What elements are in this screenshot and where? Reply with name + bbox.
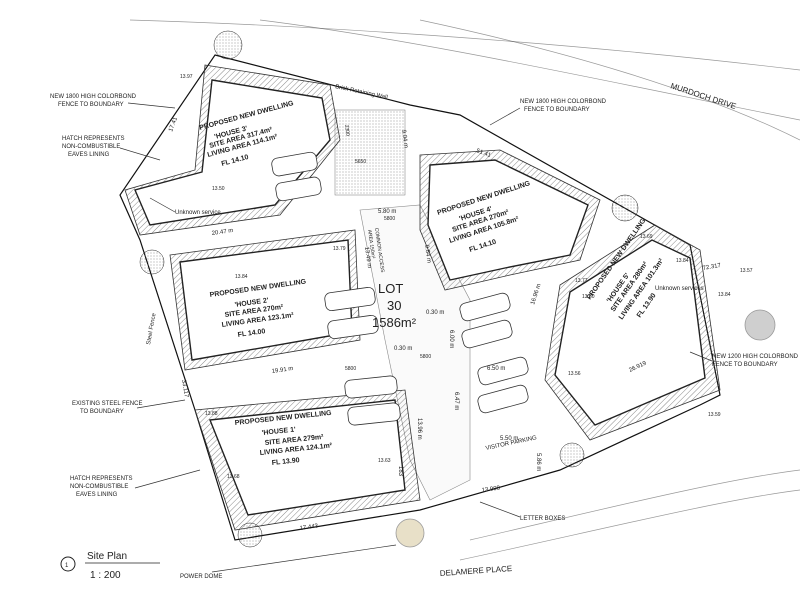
unknown-service-marker-icon [744, 309, 776, 341]
svg-text:13.998: 13.998 [481, 485, 501, 494]
house-4: PROPOSED NEW DWELLING 'HOUSE 4' SITE ARE… [419, 149, 601, 349]
svg-text:5800: 5800 [384, 216, 395, 222]
dimensions: 20.47 m 19.91 m 5.80 m 5800 13.49 m 9.84… [168, 116, 722, 532]
trees [139, 30, 639, 548]
svg-text:51.41: 51.41 [475, 148, 492, 159]
note-power-dome: POWER DOME [180, 574, 222, 580]
svg-text:9.04 m: 9.04 m [400, 129, 408, 148]
note-steel-fence-1: EXISTING STEEL FENCE [72, 401, 142, 407]
svg-text:13.68: 13.68 [227, 474, 240, 480]
spot-levels: 13.97 13.50 13.79 13.84 13.88 13.68 13.6… [180, 74, 753, 480]
svg-text:13.50: 13.50 [212, 186, 225, 192]
road-murdoch-drive: MURDOCH DRIVE [669, 81, 737, 111]
svg-text:19.91 m: 19.91 m [271, 366, 293, 375]
svg-text:0.30 m: 0.30 m [426, 310, 444, 316]
svg-text:13.96 m: 13.96 m [416, 418, 422, 440]
svg-text:72.317: 72.317 [702, 263, 722, 272]
house-1-name: 'HOUSE 1' [261, 426, 296, 437]
svg-text:13.80: 13.80 [582, 294, 595, 300]
svg-text:5.50 m: 5.50 m [500, 436, 518, 442]
svg-text:9.84 m: 9.84 m [423, 244, 431, 263]
note-letter-boxes: LETTER BOXES [520, 516, 565, 522]
lot-number: 30 [387, 298, 401, 313]
note-unknown-right: Unknown services [655, 286, 704, 292]
house-1-fl: FL 13.90 [271, 457, 300, 467]
house-1: PROPOSED NEW DWELLING 'HOUSE 1' SITE ARE… [194, 375, 421, 531]
common-access-label-2: AREA 150m² [366, 229, 376, 259]
note-steel-fence-2: TO BOUNDARY [80, 409, 124, 415]
svg-text:33.117: 33.117 [180, 379, 189, 398]
note-hatch-bottom-1: HATCH REPRESENTS [70, 476, 133, 482]
note-fence1800-top-1: NEW 1800 HIGH COLORBOND [520, 99, 607, 105]
note-fence1800-left-2: FENCE TO BOUNDARY [58, 102, 124, 108]
svg-text:183: 183 [397, 466, 403, 477]
site-plan-title: Site Plan [87, 551, 127, 562]
note-brick-wall: Brick Retaining Wall [335, 84, 389, 101]
road-delamere-place: DELAMERE PLACE [440, 564, 513, 578]
house-3: PROPOSED NEW DWELLING 'HOUSE 3' SITE ARE… [124, 64, 341, 236]
lot-area: 1586m² [372, 315, 417, 330]
svg-text:16.96 m: 16.96 m [530, 283, 542, 305]
note-steel-fence-side: Steel Fence [146, 312, 158, 345]
svg-text:13.88: 13.88 [205, 411, 218, 417]
svg-text:13.97: 13.97 [180, 74, 193, 80]
power-dome-icon [395, 518, 425, 548]
svg-text:13.84: 13.84 [718, 292, 731, 298]
note-fence1200-2: FENCE TO BOUNDARY [712, 362, 778, 368]
site-plan-number: 1 [65, 563, 69, 569]
svg-text:13.79: 13.79 [333, 246, 346, 252]
annotations: NEW 1800 HIGH COLORBOND FENCE TO BOUNDAR… [50, 84, 799, 580]
svg-text:0.30 m: 0.30 m [394, 346, 412, 352]
note-hatch-top-1: HATCH REPRESENTS [62, 136, 125, 142]
svg-text:5650: 5650 [355, 159, 366, 165]
note-hatch-bottom-2: NON-COMBUSTIBLE [70, 484, 128, 490]
paved-area [334, 109, 406, 196]
svg-text:13.77: 13.77 [575, 278, 588, 284]
lot-boundary [119, 54, 721, 541]
contour-lines [129, 19, 800, 561]
svg-text:13.59: 13.59 [708, 412, 721, 418]
svg-text:6.47 m: 6.47 m [453, 392, 459, 410]
house-2: PROPOSED NEW DWELLING 'HOUSE 2' SITE ARE… [169, 229, 379, 371]
lot-label: LOT [378, 281, 403, 296]
svg-text:6.00 m: 6.00 m [448, 330, 454, 348]
svg-text:5800: 5800 [420, 354, 431, 360]
note-fence1800-left-1: NEW 1800 HIGH COLORBOND [50, 94, 137, 100]
note-hatch-bottom-3: EAVES LINING [76, 492, 118, 498]
svg-text:13.69: 13.69 [640, 234, 653, 240]
svg-text:17.443: 17.443 [299, 523, 319, 532]
site-plan-title-block: 1 Site Plan 1 : 200 [60, 551, 160, 581]
note-unknown-left: Unknown service [175, 210, 221, 216]
svg-text:5.86 m: 5.86 m [535, 453, 541, 471]
note-fence1800-top-2: FENCE TO BOUNDARY [524, 107, 590, 113]
note-fence1200-1: NEW 1200 HIGH COLORBOND [712, 354, 799, 360]
svg-text:13.56: 13.56 [568, 371, 581, 377]
svg-text:13.49 m: 13.49 m [363, 246, 372, 268]
house-2-fl: FL 14.00 [237, 328, 266, 339]
svg-text:6.50 m: 6.50 m [487, 366, 505, 372]
svg-text:13.57: 13.57 [740, 268, 753, 274]
house-2-name: 'HOUSE 2' [234, 297, 269, 309]
svg-text:13.84: 13.84 [676, 258, 689, 264]
svg-text:2300: 2300 [343, 124, 351, 136]
site-plan-scale: 1 : 200 [90, 570, 121, 581]
svg-text:13.63: 13.63 [378, 458, 391, 464]
svg-text:20.47 m: 20.47 m [211, 228, 233, 237]
note-hatch-top-3: EAVES LINING [68, 152, 110, 158]
svg-text:17.41: 17.41 [168, 116, 179, 133]
svg-text:5800: 5800 [345, 366, 356, 372]
svg-text:13.84: 13.84 [235, 274, 248, 280]
note-hatch-top-2: NON-COMBUSTIBLE [62, 144, 120, 150]
svg-text:5.80 m: 5.80 m [378, 209, 396, 215]
